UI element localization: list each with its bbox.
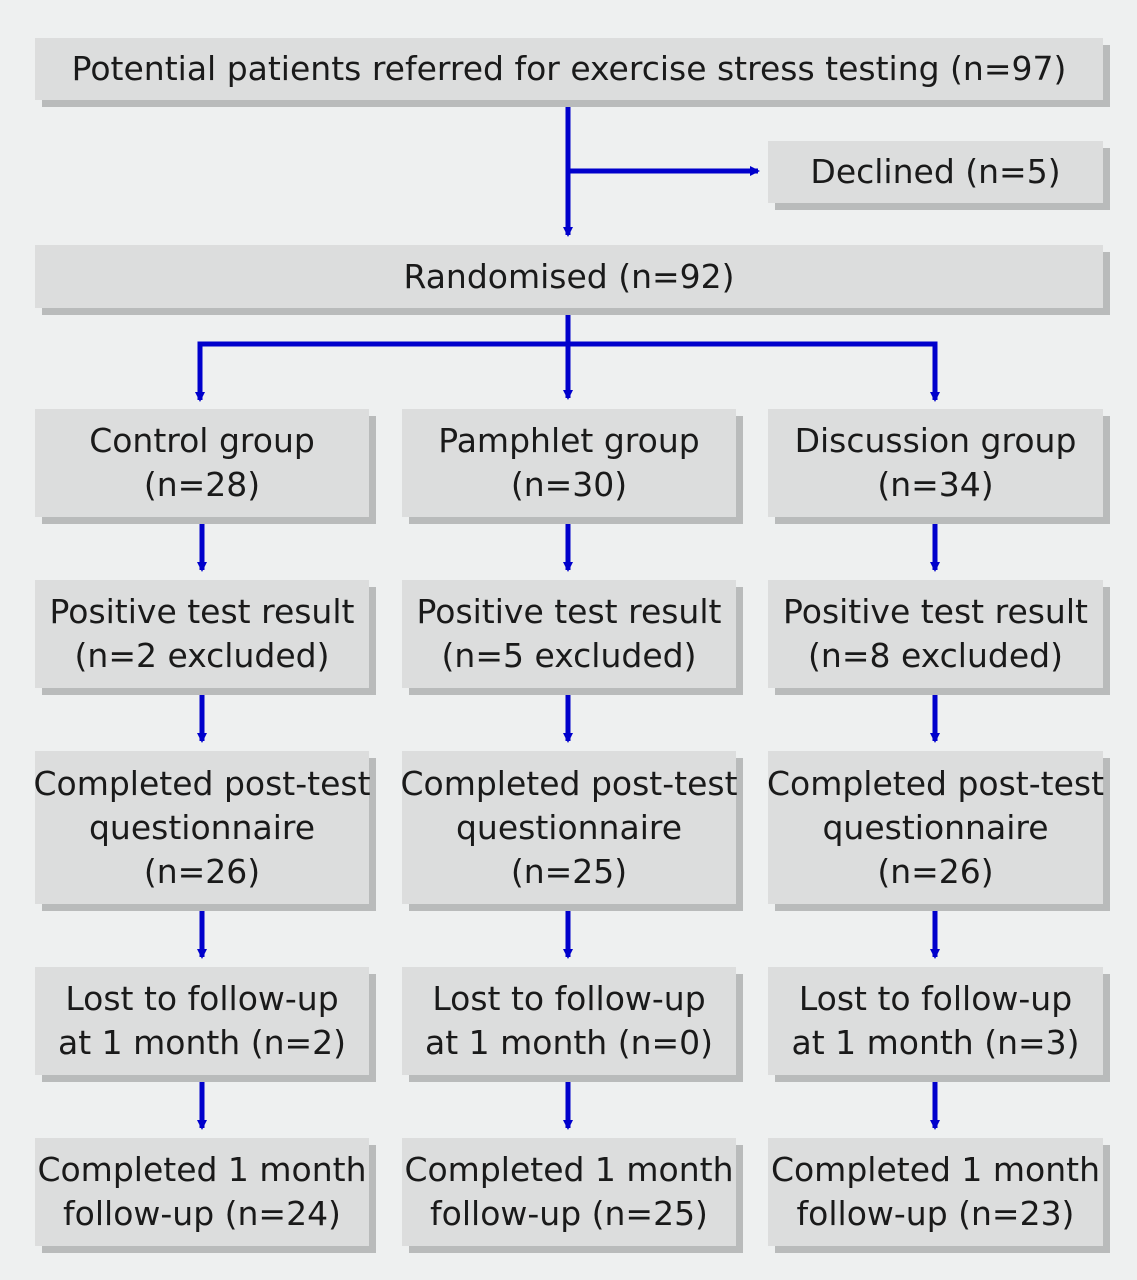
group-count: (n=34) bbox=[877, 465, 994, 504]
completed-line-1: Completed 1 month bbox=[770, 1150, 1101, 1189]
lost-line-2: at 1 month (n=3) bbox=[791, 1023, 1080, 1062]
positive-line-2: (n=8 excluded) bbox=[808, 636, 1063, 675]
positive-line-1: Positive test result bbox=[49, 592, 355, 631]
completed-line-2: follow-up (n=25) bbox=[430, 1194, 708, 1233]
post-test-line-2: questionnaire bbox=[88, 807, 316, 847]
lost-line-1: Lost to follow-up bbox=[65, 979, 339, 1018]
randomised-text: Randomised (n=92) bbox=[403, 256, 735, 296]
post-test-line-3: (n=26) bbox=[143, 851, 261, 891]
declined-text: Declined (n=5) bbox=[810, 152, 1061, 191]
post-test-line-1: Completed post-test bbox=[33, 763, 371, 803]
lost-line-1: Lost to follow-up bbox=[798, 979, 1073, 1018]
referred-text: Potential patients referred for exercise… bbox=[71, 49, 1067, 88]
completed-line-1: Completed 1 month bbox=[37, 1150, 367, 1189]
discussion-positive-box: Positive test result (n=8 excluded) bbox=[768, 580, 1103, 688]
post-test-line-3: (n=25) bbox=[510, 851, 628, 891]
control-positive-box: Positive test result (n=2 excluded) bbox=[35, 580, 369, 688]
lost-line-1: Lost to follow-up bbox=[432, 979, 706, 1018]
discussion-lost-box: Lost to follow-up at 1 month (n=3) bbox=[768, 967, 1103, 1075]
positive-line-1: Positive test result bbox=[416, 592, 722, 631]
completed-line-2: follow-up (n=23) bbox=[796, 1194, 1075, 1233]
control-completed-box: Completed 1 month follow-up (n=24) bbox=[35, 1138, 369, 1246]
pamphlet-post-test-box: Completed post-test questionnaire (n=25) bbox=[400, 751, 738, 904]
randomised-box: Randomised (n=92) bbox=[35, 245, 1103, 308]
group-count: (n=30) bbox=[510, 465, 628, 504]
pamphlet-completed-box: Completed 1 month follow-up (n=25) bbox=[402, 1138, 736, 1246]
post-test-line-3: (n=26) bbox=[877, 851, 994, 891]
control-lost-box: Lost to follow-up at 1 month (n=2) bbox=[35, 967, 369, 1075]
pamphlet-group-box: Pamphlet group (n=30) bbox=[402, 409, 736, 517]
pamphlet-lost-box: Lost to follow-up at 1 month (n=0) bbox=[402, 967, 736, 1075]
completed-line-1: Completed 1 month bbox=[404, 1150, 734, 1189]
group-name: Control group bbox=[89, 421, 315, 460]
completed-line-2: follow-up (n=24) bbox=[63, 1194, 341, 1233]
post-test-line-2: questionnaire bbox=[822, 807, 1049, 847]
positive-line-1: Positive test result bbox=[783, 592, 1088, 631]
post-test-line-1: Completed post-test bbox=[400, 763, 738, 803]
discussion-completed-box: Completed 1 month follow-up (n=23) bbox=[768, 1138, 1103, 1246]
control-post-test-box: Completed post-test questionnaire (n=26) bbox=[33, 751, 371, 904]
group-name: Discussion group bbox=[794, 421, 1077, 460]
positive-line-2: (n=2 excluded) bbox=[74, 636, 330, 675]
control-group-box: Control group (n=28) bbox=[35, 409, 369, 517]
lost-line-2: at 1 month (n=2) bbox=[57, 1023, 347, 1062]
post-test-line-1: Completed post-test bbox=[766, 763, 1105, 803]
split-branch-line bbox=[197, 341, 938, 398]
discussion-post-test-box: Completed post-test questionnaire (n=26) bbox=[766, 751, 1105, 904]
post-test-line-2: questionnaire bbox=[455, 807, 683, 847]
positive-line-2: (n=5 excluded) bbox=[441, 636, 697, 675]
lost-line-2: at 1 month (n=0) bbox=[424, 1023, 714, 1062]
pamphlet-positive-box: Positive test result (n=5 excluded) bbox=[402, 580, 736, 688]
declined-box: Declined (n=5) bbox=[768, 141, 1103, 203]
referred-box: Potential patients referred for exercise… bbox=[35, 38, 1103, 100]
group-name: Pamphlet group bbox=[438, 421, 700, 460]
discussion-group-box: Discussion group (n=34) bbox=[768, 409, 1103, 517]
group-count: (n=28) bbox=[143, 465, 261, 504]
